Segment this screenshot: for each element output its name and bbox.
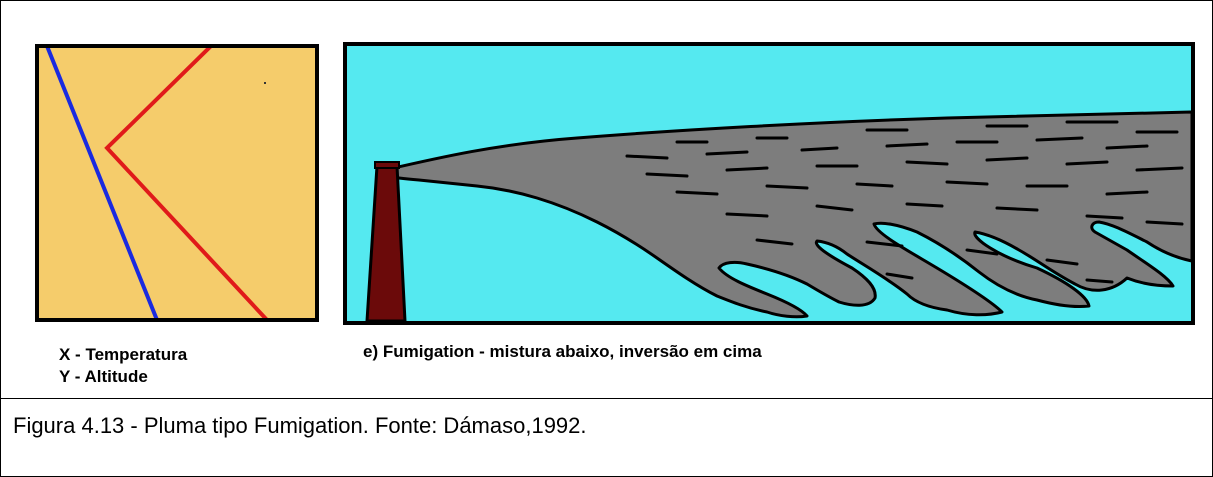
stack-top: [374, 161, 400, 169]
temperature-profile-line: [104, 48, 268, 318]
plume-streaks: [625, 120, 1184, 284]
scene-label: e) Fumigation - mistura abaixo, inversão…: [363, 342, 762, 361]
smokestack: [365, 164, 407, 321]
axis-legend: X - Temperatura Y - Altitude: [59, 344, 187, 388]
figure-caption: Figura 4.13 - Pluma tipo Fumigation. Fon…: [13, 413, 587, 438]
graph-speck: [264, 82, 266, 84]
adiabatic-lapse-line: [45, 48, 159, 318]
plume: [383, 110, 1191, 319]
x-axis-legend: X - Temperatura: [59, 345, 188, 364]
y-axis-legend: Y - Altitude: [59, 367, 148, 386]
fumigation-scene: [343, 42, 1195, 325]
graph-svg: [45, 48, 268, 318]
scene-svg: [365, 110, 1191, 321]
temperature-altitude-graph: [35, 44, 319, 322]
figure-content: X - Temperatura Y - Altitude e) Fumigati…: [1, 1, 1212, 399]
